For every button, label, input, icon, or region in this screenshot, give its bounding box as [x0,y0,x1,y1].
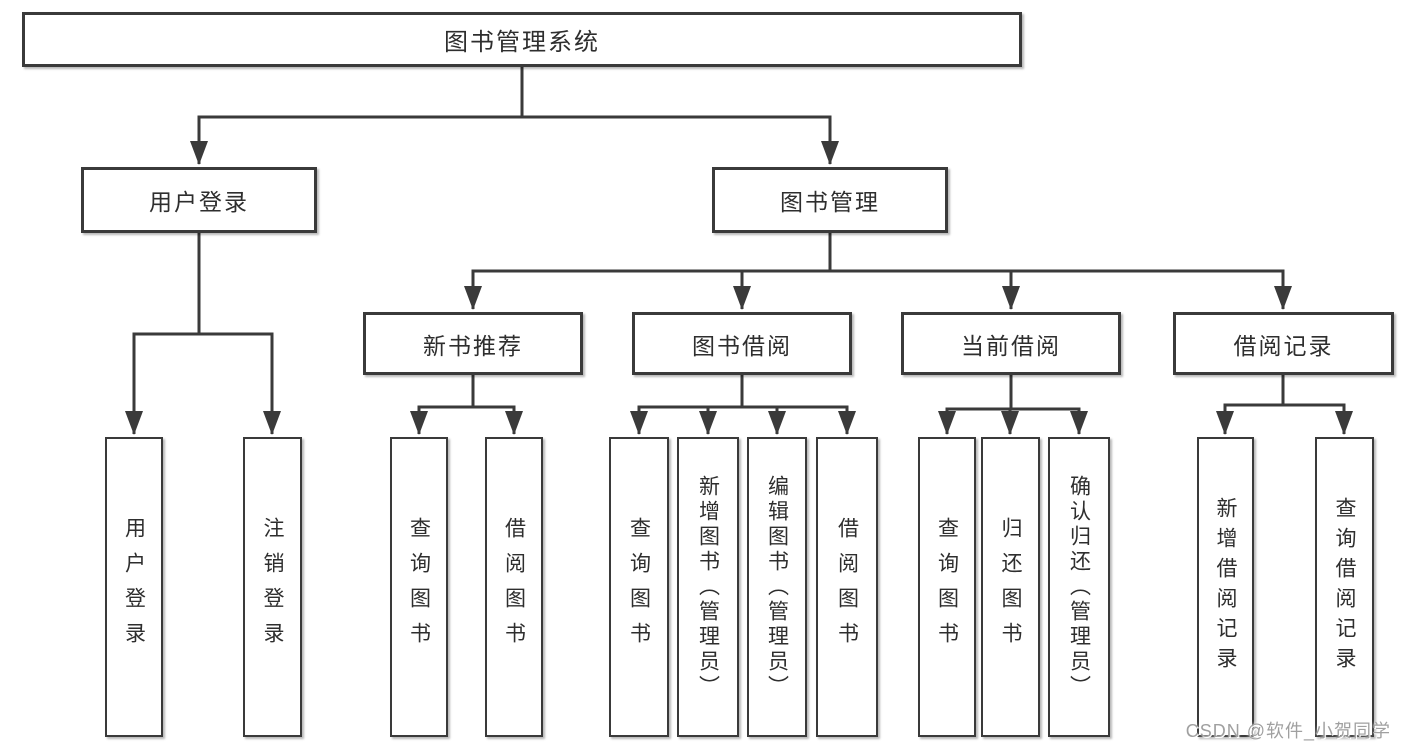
leaf-logout: 注销登录 [243,437,302,737]
leaf-records-add-record: 新增借阅记录 [1197,437,1254,737]
leaf-newbook-query-books: 查询图书 [390,437,448,737]
node-root-system-label: 图书管理系统 [444,29,600,56]
leaf-current-confirm-return-admin-label: 确认归还（管理员） [1067,474,1091,700]
leaf-borrow-add-books-admin: 新增图书（管理员） [677,437,739,737]
node-current-borrow: 当前借阅 [901,312,1121,375]
leaf-borrow-query-books: 查询图书 [609,437,669,737]
leaf-logout-label: 注销登录 [261,517,285,657]
node-book-management-label: 图书管理 [780,189,880,215]
leaf-current-query-books: 查询图书 [918,437,976,737]
node-new-book-recommend-label: 新书推荐 [423,332,523,359]
node-user-login-label: 用户登录 [149,189,249,215]
leaf-borrow-borrow-books-label: 借阅图书 [835,517,859,657]
leaf-current-confirm-return-admin: 确认归还（管理员） [1048,437,1110,737]
connector-current-borrow-children [938,375,1088,435]
leaf-records-add-record-label: 新增借阅记录 [1214,497,1238,677]
node-user-login: 用户登录 [81,167,317,233]
leaf-borrow-edit-books-admin: 编辑图书（管理员） [747,437,807,737]
connector-root-to-level2 [190,67,839,165]
connector-book-management-children [464,233,1292,310]
connector-user-login-children [125,233,281,435]
connector-new-book-children [410,375,523,435]
leaf-records-query-record: 查询借阅记录 [1315,437,1374,737]
leaf-borrow-borrow-books: 借阅图书 [816,437,878,737]
node-borrow-records-label: 借阅记录 [1233,332,1334,359]
leaf-borrow-query-books-label: 查询图书 [627,517,651,657]
leaf-borrow-edit-books-admin-label: 编辑图书（管理员） [765,474,789,700]
leaf-user-login-label: 用户登录 [122,517,146,657]
node-book-borrow: 图书借阅 [632,312,852,375]
leaf-borrow-add-books-admin-label: 新增图书（管理员） [696,474,720,700]
leaf-records-query-record-label: 查询借阅记录 [1333,497,1357,677]
node-current-borrow-label: 当前借阅 [961,332,1061,359]
leaf-user-login: 用户登录 [105,437,163,737]
node-new-book-recommend: 新书推荐 [363,312,583,375]
node-book-management: 图书管理 [712,167,948,233]
leaf-current-query-books-label: 查询图书 [935,517,959,657]
connector-borrow-records-children [1216,375,1353,435]
leaf-newbook-borrow-books-label: 借阅图书 [502,517,526,657]
node-root-system: 图书管理系统 [22,12,1022,67]
leaf-newbook-borrow-books: 借阅图书 [485,437,543,737]
node-book-borrow-label: 图书借阅 [692,332,792,359]
leaf-newbook-query-books-label: 查询图书 [407,517,431,657]
leaf-current-return-books: 归还图书 [981,437,1040,737]
leaf-current-return-books-label: 归还图书 [999,517,1023,657]
node-borrow-records: 借阅记录 [1173,312,1394,375]
csdn-watermark: CSDN @软件_小贺同学 [1185,721,1391,741]
connector-book-borrow-children [630,375,856,435]
